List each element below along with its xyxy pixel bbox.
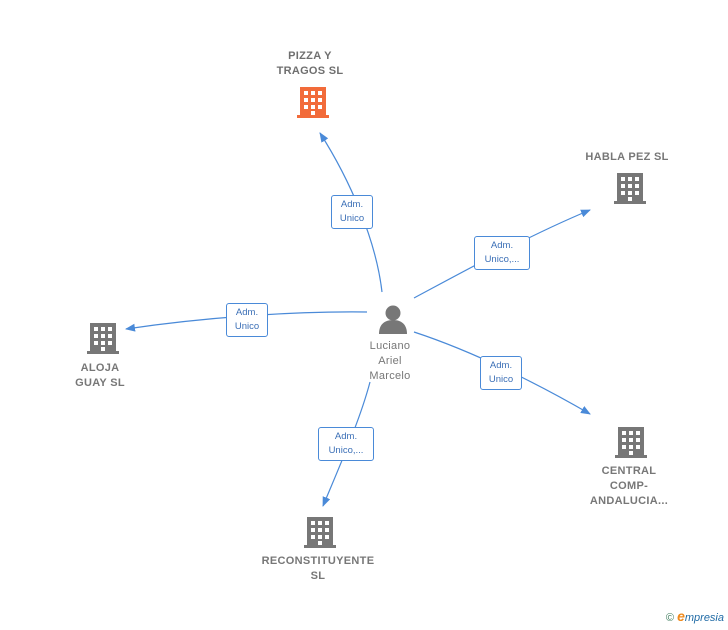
copyright-symbol: © bbox=[665, 612, 675, 624]
node-label-aloja[interactable]: ALOJA GUAY SL bbox=[75, 362, 125, 389]
building-icon-habla[interactable] bbox=[614, 173, 646, 204]
building-icon-aloja[interactable] bbox=[87, 323, 119, 354]
building-icon-pizza[interactable] bbox=[297, 87, 329, 118]
copyright-brand: © empresia bbox=[666, 608, 724, 624]
center-person-label[interactable]: Luciano Ariel Marcelo bbox=[369, 340, 411, 382]
node-label-central[interactable]: CENTRAL COMP- ANDALUCIA... bbox=[589, 465, 669, 507]
node-label-recon[interactable]: RECONSTITUYENTE SL bbox=[261, 555, 375, 582]
brand-logo-e: e bbox=[677, 608, 685, 624]
node-label-habla[interactable]: HABLA PEZ SL bbox=[585, 151, 669, 163]
edge-role-aloja[interactable]: Adm. Unico bbox=[226, 303, 268, 337]
person-icon[interactable] bbox=[379, 305, 407, 335]
edge-role-pizza[interactable]: Adm. Unico bbox=[331, 195, 373, 229]
building-icon-central[interactable] bbox=[615, 427, 647, 458]
building-icon-recon[interactable] bbox=[304, 517, 336, 548]
edge-role-habla[interactable]: Adm. Unico,... bbox=[474, 236, 530, 270]
node-label-pizza[interactable]: PIZZA Y TRAGOS SL bbox=[276, 50, 344, 77]
edge-role-recon[interactable]: Adm. Unico,... bbox=[318, 427, 374, 461]
edge-role-central[interactable]: Adm. Unico bbox=[480, 356, 522, 390]
brand-logo-text: mpresia bbox=[684, 612, 724, 624]
